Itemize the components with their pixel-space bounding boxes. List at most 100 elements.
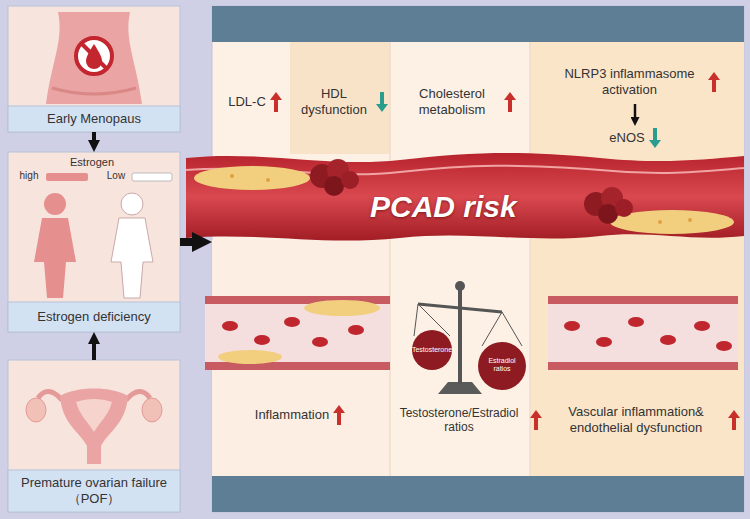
factor-text: Testosterone/Estradiol ratios [392, 406, 526, 435]
arrow-shape [530, 410, 542, 430]
panel-label: Premature ovarian failure（POF） [8, 470, 180, 512]
vessel-wall [548, 362, 738, 370]
outcome-panel: PCAD risk LDL-C HDL dysfunction Cholesterol… [212, 6, 744, 512]
plaque-dot [658, 220, 662, 224]
red-cell [596, 337, 612, 347]
scale-beam [418, 304, 502, 312]
factor-text: eNOS [609, 130, 644, 146]
plaque-dot [688, 218, 692, 222]
right-panel [212, 6, 744, 512]
ovary [142, 398, 162, 422]
panel-label: Estrogen deficiency [8, 302, 180, 332]
torso-shape [46, 12, 142, 104]
column-shade [290, 42, 390, 154]
column-shade [530, 42, 744, 476]
factor-cell: Cholesterol metabolism [404, 80, 516, 124]
arrow-shape [333, 405, 345, 425]
scale-string [414, 304, 418, 336]
panel-fill [8, 152, 180, 332]
increase-arrow [333, 405, 345, 425]
scale-pan [478, 342, 526, 390]
uterus-shape [60, 389, 128, 465]
annotation-label: Low [100, 170, 132, 182]
clot-cell [598, 204, 618, 224]
factor-cell: Inflammation [245, 400, 355, 430]
annotation-label: Estrogen [62, 156, 122, 169]
factor-cell: NLRP3 inflammasome activation [555, 60, 720, 104]
red-cell [284, 317, 300, 327]
factor-text: HDL dysfunction [296, 86, 372, 117]
balance-scale [412, 281, 526, 394]
high-bar [46, 173, 88, 181]
uterus-icon [26, 389, 162, 465]
plaque-dot [230, 174, 234, 178]
factor-cell: LDL-C [222, 82, 288, 122]
plaque [218, 350, 282, 364]
panel-fill [8, 360, 180, 512]
bottom-band [212, 476, 744, 512]
panel-label: Early Menopaus [8, 106, 180, 132]
decrease-arrow [649, 128, 661, 148]
factor-cell: eNOS [600, 126, 670, 150]
scale-post [458, 288, 462, 384]
scale-string [482, 312, 502, 346]
left-panels [8, 6, 180, 512]
figure-body [111, 218, 153, 298]
vessel-wall [205, 362, 390, 370]
factor-cell: HDL dysfunction [296, 80, 388, 124]
clot-cell [341, 171, 359, 189]
scale-string [502, 312, 522, 346]
low-bar [132, 173, 172, 181]
increase-arrow [530, 410, 542, 430]
risk-title: PCAD risk [370, 190, 517, 224]
arrow-shape [376, 92, 388, 112]
artery-illustration [186, 153, 744, 241]
increase-arrow [728, 410, 740, 430]
figure-head [121, 193, 143, 215]
red-cell [716, 341, 732, 351]
blood-clot [310, 159, 359, 196]
factor-text: Inflammation [255, 407, 329, 423]
torso-icon [46, 12, 142, 104]
connector-arrow [634, 104, 637, 117]
arrow-shape [504, 92, 516, 112]
factor-text: LDL-C [228, 94, 266, 110]
prohibit-sign [76, 38, 112, 74]
connector-arrow [92, 344, 96, 360]
vessel-section [548, 296, 738, 370]
factor-text: NLRP3 inflammasome activation [555, 66, 704, 97]
cause-panel: Early Menopaus [8, 6, 180, 132]
label-strip [8, 302, 180, 332]
estrogen-figures [34, 173, 172, 298]
clot-cell [324, 176, 344, 196]
red-cell [312, 337, 328, 347]
fallopian-tube [126, 391, 150, 400]
increase-arrow [270, 92, 282, 112]
connector-arrow [180, 238, 192, 246]
panel-fill [8, 6, 180, 132]
torso-line [52, 88, 136, 94]
annotation-label: high [12, 170, 46, 182]
annotation-label: Testosterone [410, 346, 454, 354]
figure-body [34, 218, 76, 298]
label-strip [8, 106, 180, 132]
vessel-section [205, 296, 390, 370]
factor-cell: Vascular inflammation& endothelial dysfu… [548, 398, 740, 442]
column-divider [529, 42, 531, 476]
clot-cell [615, 199, 633, 217]
arrow-shape [728, 410, 740, 430]
plaque [304, 300, 380, 316]
arrow-shape [708, 72, 720, 92]
scale-knob [455, 281, 465, 291]
label-strip [8, 470, 180, 512]
vessel-lumen [205, 296, 390, 370]
prohibit-slash [81, 43, 107, 69]
increase-arrow [504, 92, 516, 112]
red-cell [254, 335, 270, 345]
figure-head [44, 193, 66, 215]
red-cell [222, 321, 238, 331]
annotation-label: Estradiol ratios [480, 357, 524, 373]
decrease-arrow [376, 92, 388, 112]
top-band [212, 6, 744, 42]
